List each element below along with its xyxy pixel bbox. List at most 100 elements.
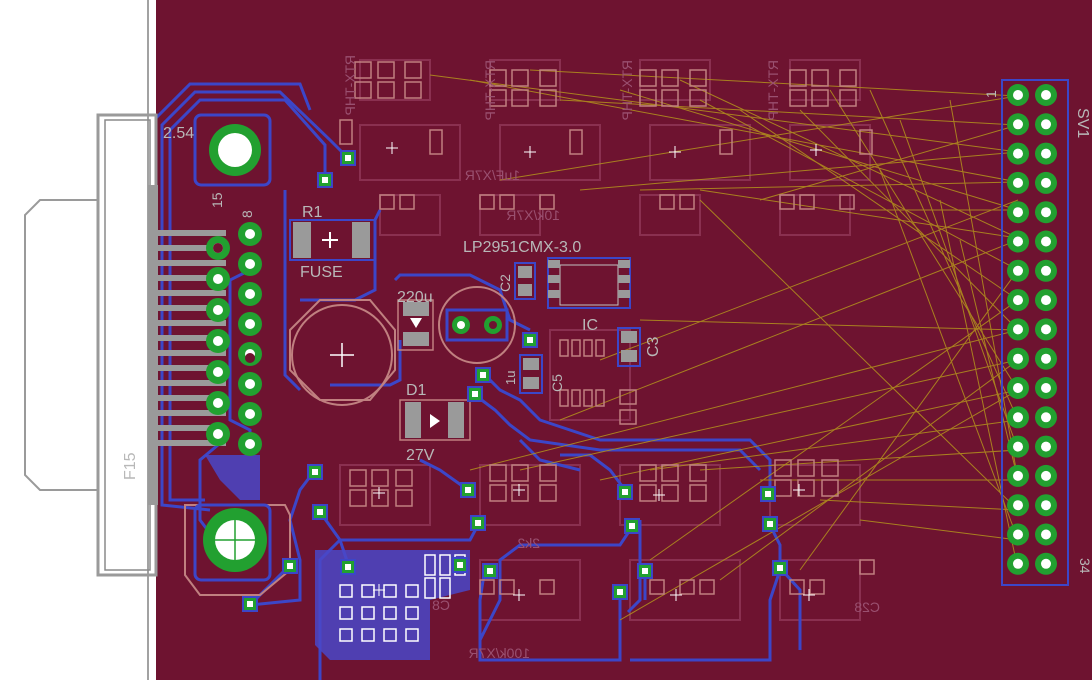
via-drill xyxy=(312,469,318,475)
header-pin-hole xyxy=(1013,236,1023,247)
header-pin-hole xyxy=(1013,412,1023,423)
fuse-r1 xyxy=(289,219,376,261)
via-drill xyxy=(617,589,623,595)
db15-pin-hole xyxy=(245,259,255,269)
via-drill xyxy=(629,523,635,529)
vias xyxy=(242,150,788,612)
connector-finger xyxy=(156,365,226,371)
mirrored-label: 1uF/X7R xyxy=(465,167,520,183)
c5-label: C5 xyxy=(549,374,565,392)
regulator-ic xyxy=(547,257,631,309)
fuse-label: FUSE xyxy=(300,264,343,281)
capacitor-c5 xyxy=(519,354,543,394)
header-pin-hole xyxy=(1013,353,1023,364)
via-drill xyxy=(475,520,481,526)
header-pin-hole xyxy=(1041,558,1051,569)
connector-finger xyxy=(156,275,226,281)
regulator-label: LP2951CMX-3.0 xyxy=(463,239,581,256)
db15-pin-hole xyxy=(213,336,223,346)
via-drill xyxy=(527,337,533,343)
mirrored-silk-labels: RTX-THP RTX-THP RTX-THP RTX-THP 1uF/X7R … xyxy=(342,55,880,661)
smd-pad-grid xyxy=(339,554,466,642)
header-pin-hole xyxy=(1041,119,1051,130)
header-pin-hole xyxy=(1013,295,1023,306)
header-pin-hole xyxy=(1041,353,1051,364)
via-drill xyxy=(322,177,328,183)
header-pin1-label: 1 xyxy=(983,90,999,98)
header-pin-hole xyxy=(1041,265,1051,276)
header-pin-hole xyxy=(1041,412,1051,423)
header-pin-hole xyxy=(1041,295,1051,306)
header-pin-hole xyxy=(1013,441,1023,452)
db15-pin-hole xyxy=(245,289,255,299)
mirrored-label: RTX-THP xyxy=(619,60,635,120)
diode-d1-27v xyxy=(399,399,471,441)
component-origins xyxy=(373,142,822,601)
connector-finger xyxy=(156,230,226,236)
connector-finger xyxy=(156,395,226,401)
mirrored-label: RTX-THP xyxy=(342,55,358,115)
connector-finger xyxy=(156,305,226,311)
db15-pin-hole xyxy=(245,229,255,239)
connector-finger xyxy=(156,380,226,386)
header-pin-hole xyxy=(1013,177,1023,188)
mirrored-label: C28 xyxy=(854,599,880,615)
header-pin-hole xyxy=(1013,148,1023,159)
connector-finger xyxy=(156,335,226,341)
connector-pin8-label: 8 xyxy=(239,210,255,218)
via-drill xyxy=(465,487,471,493)
capacitor-c3 xyxy=(617,327,641,367)
connector-finger xyxy=(156,410,226,416)
via-drill xyxy=(767,521,773,527)
connector-finger xyxy=(156,350,226,356)
mirrored-label: RTX-THP xyxy=(482,60,498,120)
r1-label: R1 xyxy=(302,204,323,221)
mirrored-label: 10k/X7R xyxy=(506,207,560,223)
header-pin34-label: 34 xyxy=(1077,558,1092,574)
header-pin-hole xyxy=(1013,119,1023,130)
via-drill xyxy=(345,155,351,161)
via-drill xyxy=(345,564,351,570)
header-pin-hole xyxy=(1013,90,1023,100)
diode-d2 xyxy=(397,299,434,351)
cap-1u-label: 1u xyxy=(503,371,518,385)
via-drill xyxy=(765,491,771,497)
connector-finger xyxy=(156,320,226,326)
via-drill xyxy=(642,568,648,574)
connector-finger xyxy=(156,245,226,251)
connector-pin15-label: 15 xyxy=(209,192,225,208)
header-pin-hole xyxy=(1041,236,1051,247)
header-pin-hole xyxy=(1041,500,1051,511)
connector-finger xyxy=(156,425,226,431)
smd-footprints xyxy=(339,61,875,595)
header-pin-hole xyxy=(1013,383,1023,393)
header-pin-hole xyxy=(1041,383,1051,393)
via-drill xyxy=(317,509,323,515)
header-pin-hole xyxy=(1041,441,1051,452)
d1-label: D1 xyxy=(406,382,427,399)
header-pin-hole xyxy=(1013,324,1023,335)
db15-pin-hole xyxy=(245,409,255,419)
header-pin-hole xyxy=(1013,470,1023,481)
db15-pin-hole xyxy=(245,439,255,449)
capacitor-220u xyxy=(289,299,396,406)
led-footprint xyxy=(438,286,516,364)
via-drill xyxy=(622,489,628,495)
mirrored-label: RTX-THP xyxy=(765,60,781,120)
header-pin-hole xyxy=(1041,324,1051,335)
connector-finger xyxy=(156,290,226,296)
db15-pin-square xyxy=(213,243,223,253)
header-pin-hole xyxy=(1013,500,1023,511)
db15-pin-hole xyxy=(213,305,223,315)
db15-pin-hole xyxy=(213,398,223,408)
via-drill xyxy=(777,565,783,571)
header-pin-hole xyxy=(1013,265,1023,276)
db15-pin-hole xyxy=(245,319,255,329)
db15-connector xyxy=(24,113,226,577)
header-pin-hole xyxy=(1013,207,1023,218)
c3-label: C3 xyxy=(645,336,662,357)
via-drill xyxy=(487,568,493,574)
cap-220u-label: 220u xyxy=(397,289,433,306)
mirrored-label: 2k2 xyxy=(517,535,540,551)
